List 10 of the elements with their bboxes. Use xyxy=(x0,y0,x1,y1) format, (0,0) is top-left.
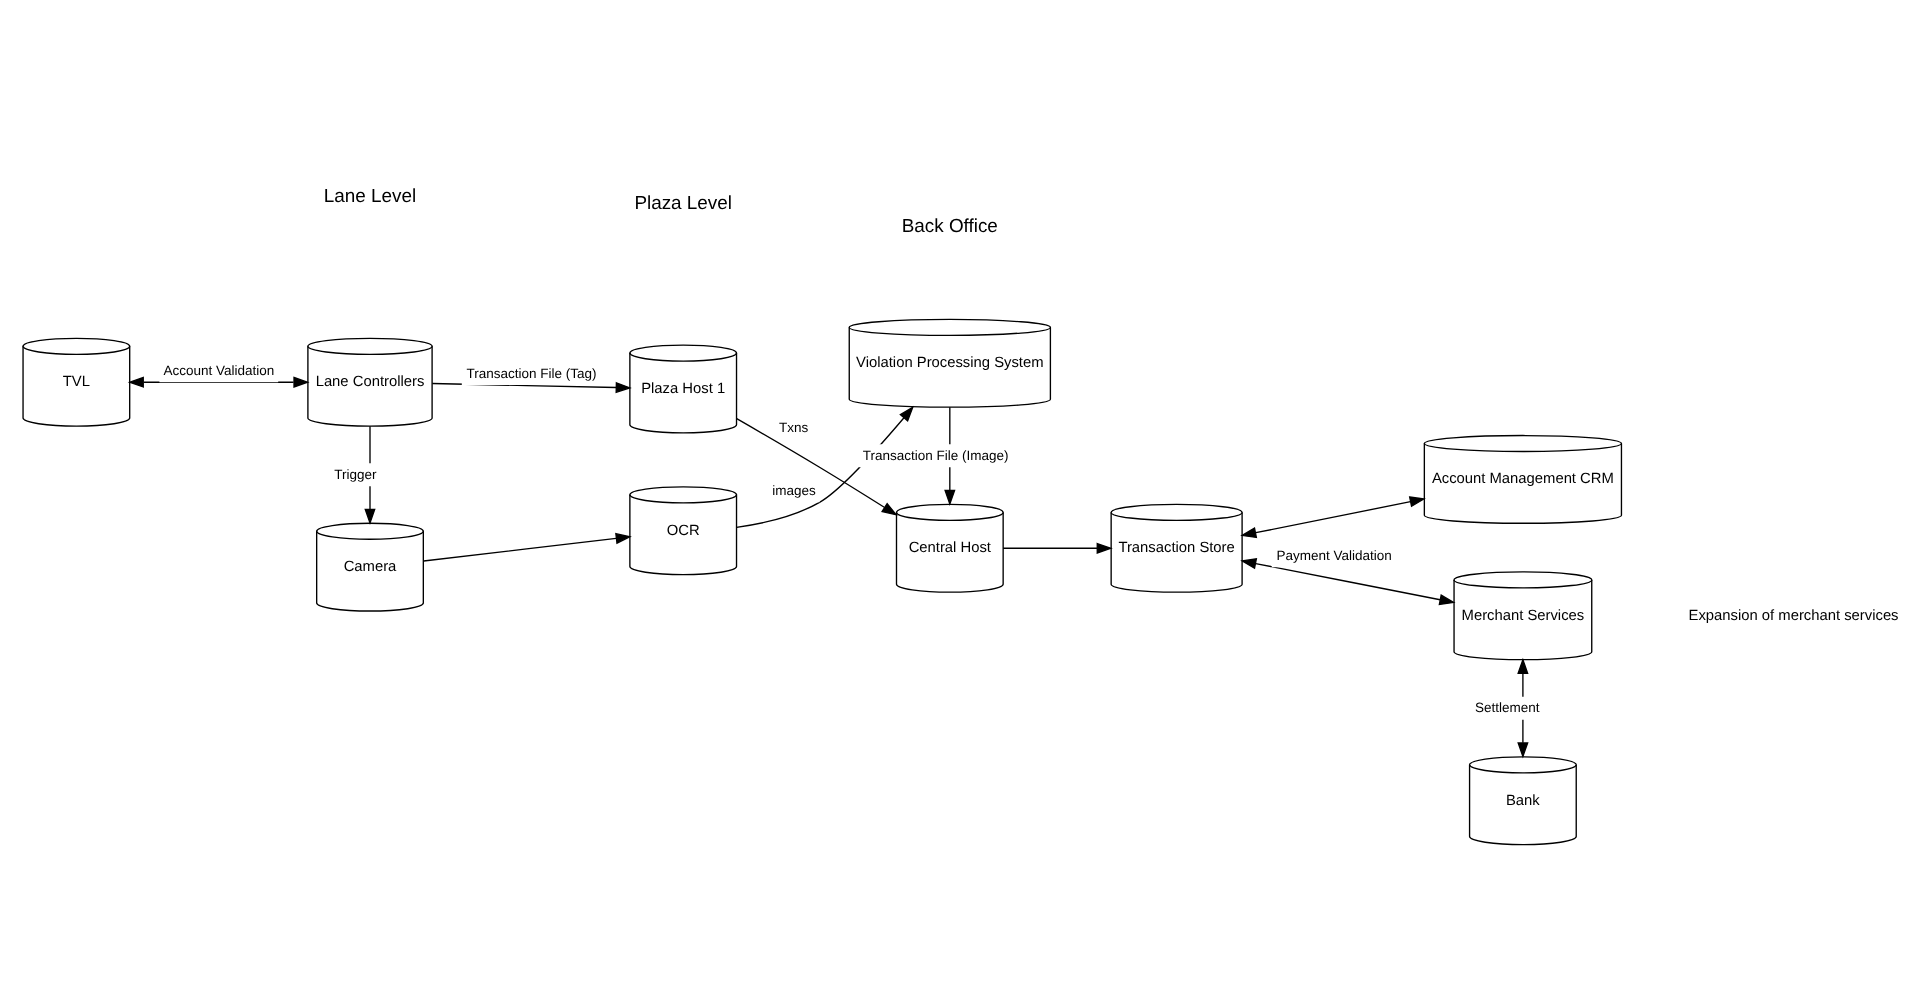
arrow xyxy=(1240,495,1426,538)
arrow xyxy=(1240,557,1456,605)
arrow xyxy=(1002,541,1113,553)
label: Back Office xyxy=(901,214,998,237)
arrow xyxy=(1517,656,1529,758)
label: Plaza Level xyxy=(634,192,732,215)
arrow xyxy=(423,531,632,561)
label: Expansion of merchant services xyxy=(1688,604,1899,623)
label: Lane Level xyxy=(323,185,417,208)
arrow xyxy=(127,375,310,387)
